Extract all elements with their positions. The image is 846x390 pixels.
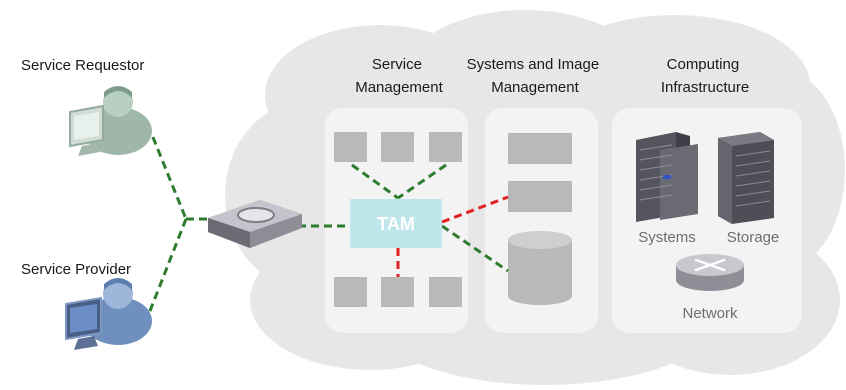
sm-block xyxy=(381,132,414,162)
server-rack-icon xyxy=(636,132,698,222)
heading-systems-image-management: Systems and Image Management xyxy=(467,56,604,96)
sm-block xyxy=(381,277,414,307)
heading-computing-infrastructure: Computing Infrastructure xyxy=(661,56,749,96)
sm-block xyxy=(334,132,367,162)
network-router-icon xyxy=(676,254,744,291)
systems-label: Systems xyxy=(638,229,696,246)
service-provider-label: Service Provider xyxy=(21,261,131,278)
sim-block xyxy=(508,181,572,212)
sm-block xyxy=(429,132,462,162)
person-computer-icon xyxy=(69,86,152,156)
sm-block xyxy=(334,277,367,307)
storage-rack-icon xyxy=(718,132,774,224)
storage-label: Storage xyxy=(727,229,780,246)
database-cylinder-icon xyxy=(508,231,572,305)
tam-box xyxy=(350,199,442,248)
sm-block xyxy=(429,277,462,307)
sim-block xyxy=(508,133,572,164)
heading-service-management: Service Management xyxy=(355,56,443,96)
person-computer-icon xyxy=(65,278,152,350)
service-requestor-label: Service Requestor xyxy=(21,57,144,74)
green-links xyxy=(146,124,509,317)
red-links xyxy=(396,195,509,277)
tam-label: TAM xyxy=(377,214,415,234)
network-label: Network xyxy=(682,305,738,322)
router-device-icon xyxy=(208,200,302,248)
